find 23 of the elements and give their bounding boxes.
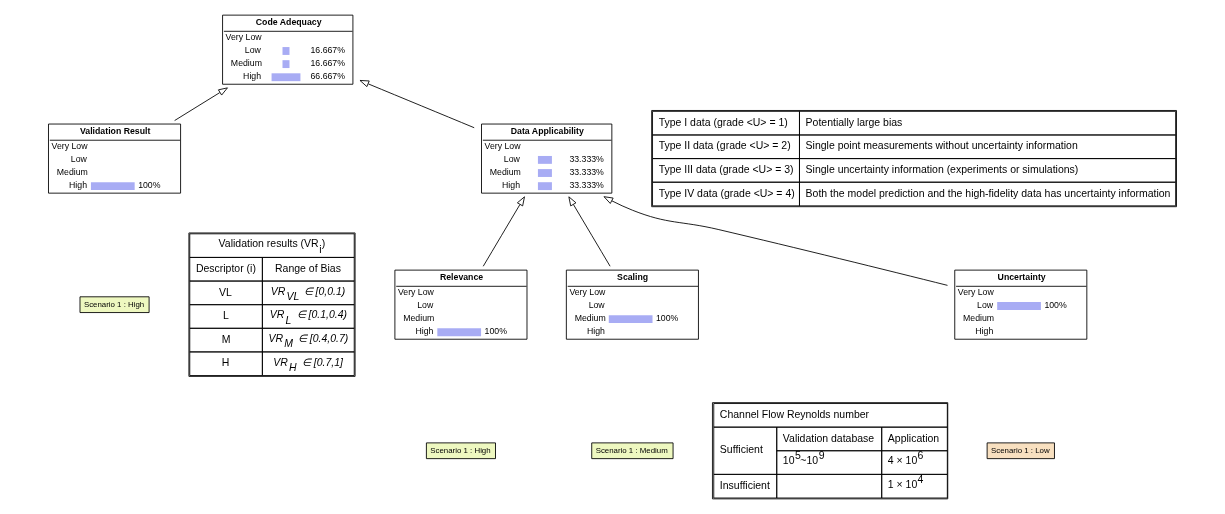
label: Range of Bias bbox=[275, 262, 341, 274]
label: Sufficient bbox=[719, 444, 763, 456]
label: VL bbox=[219, 286, 232, 298]
label: M bbox=[221, 333, 231, 345]
label: L bbox=[223, 310, 229, 322]
label: Scenario 1 : Medium bbox=[595, 445, 668, 455]
label: Insufficient bbox=[719, 479, 770, 491]
label: Scenario 1 : High bbox=[430, 445, 491, 455]
label: Type IV data (grade <U> = 4) bbox=[658, 187, 795, 199]
label: Scenario 1 : High bbox=[83, 299, 145, 309]
label: Type II data (grade <U> = 2) bbox=[658, 140, 791, 152]
label: Validation database bbox=[782, 432, 875, 444]
label: Both the model prediction and the high-fidelity data has uncertainty information bbox=[805, 187, 1171, 199]
label: Descriptor (i) bbox=[195, 262, 256, 274]
label: Type III data (grade <U> = 3) bbox=[658, 164, 794, 176]
label: Single point measurements without uncertainty information bbox=[805, 140, 1078, 152]
label: Channel Flow Reynolds number bbox=[719, 409, 870, 421]
label: H bbox=[221, 357, 230, 369]
label: Scenario 1 : Low bbox=[991, 445, 1050, 455]
label: Type I data (grade <U> = 1) bbox=[658, 116, 788, 128]
label: Single uncertainty information (experiments or simulations) bbox=[805, 164, 1079, 176]
label: Application bbox=[887, 432, 940, 444]
label: Potentially large bias bbox=[805, 116, 903, 128]
